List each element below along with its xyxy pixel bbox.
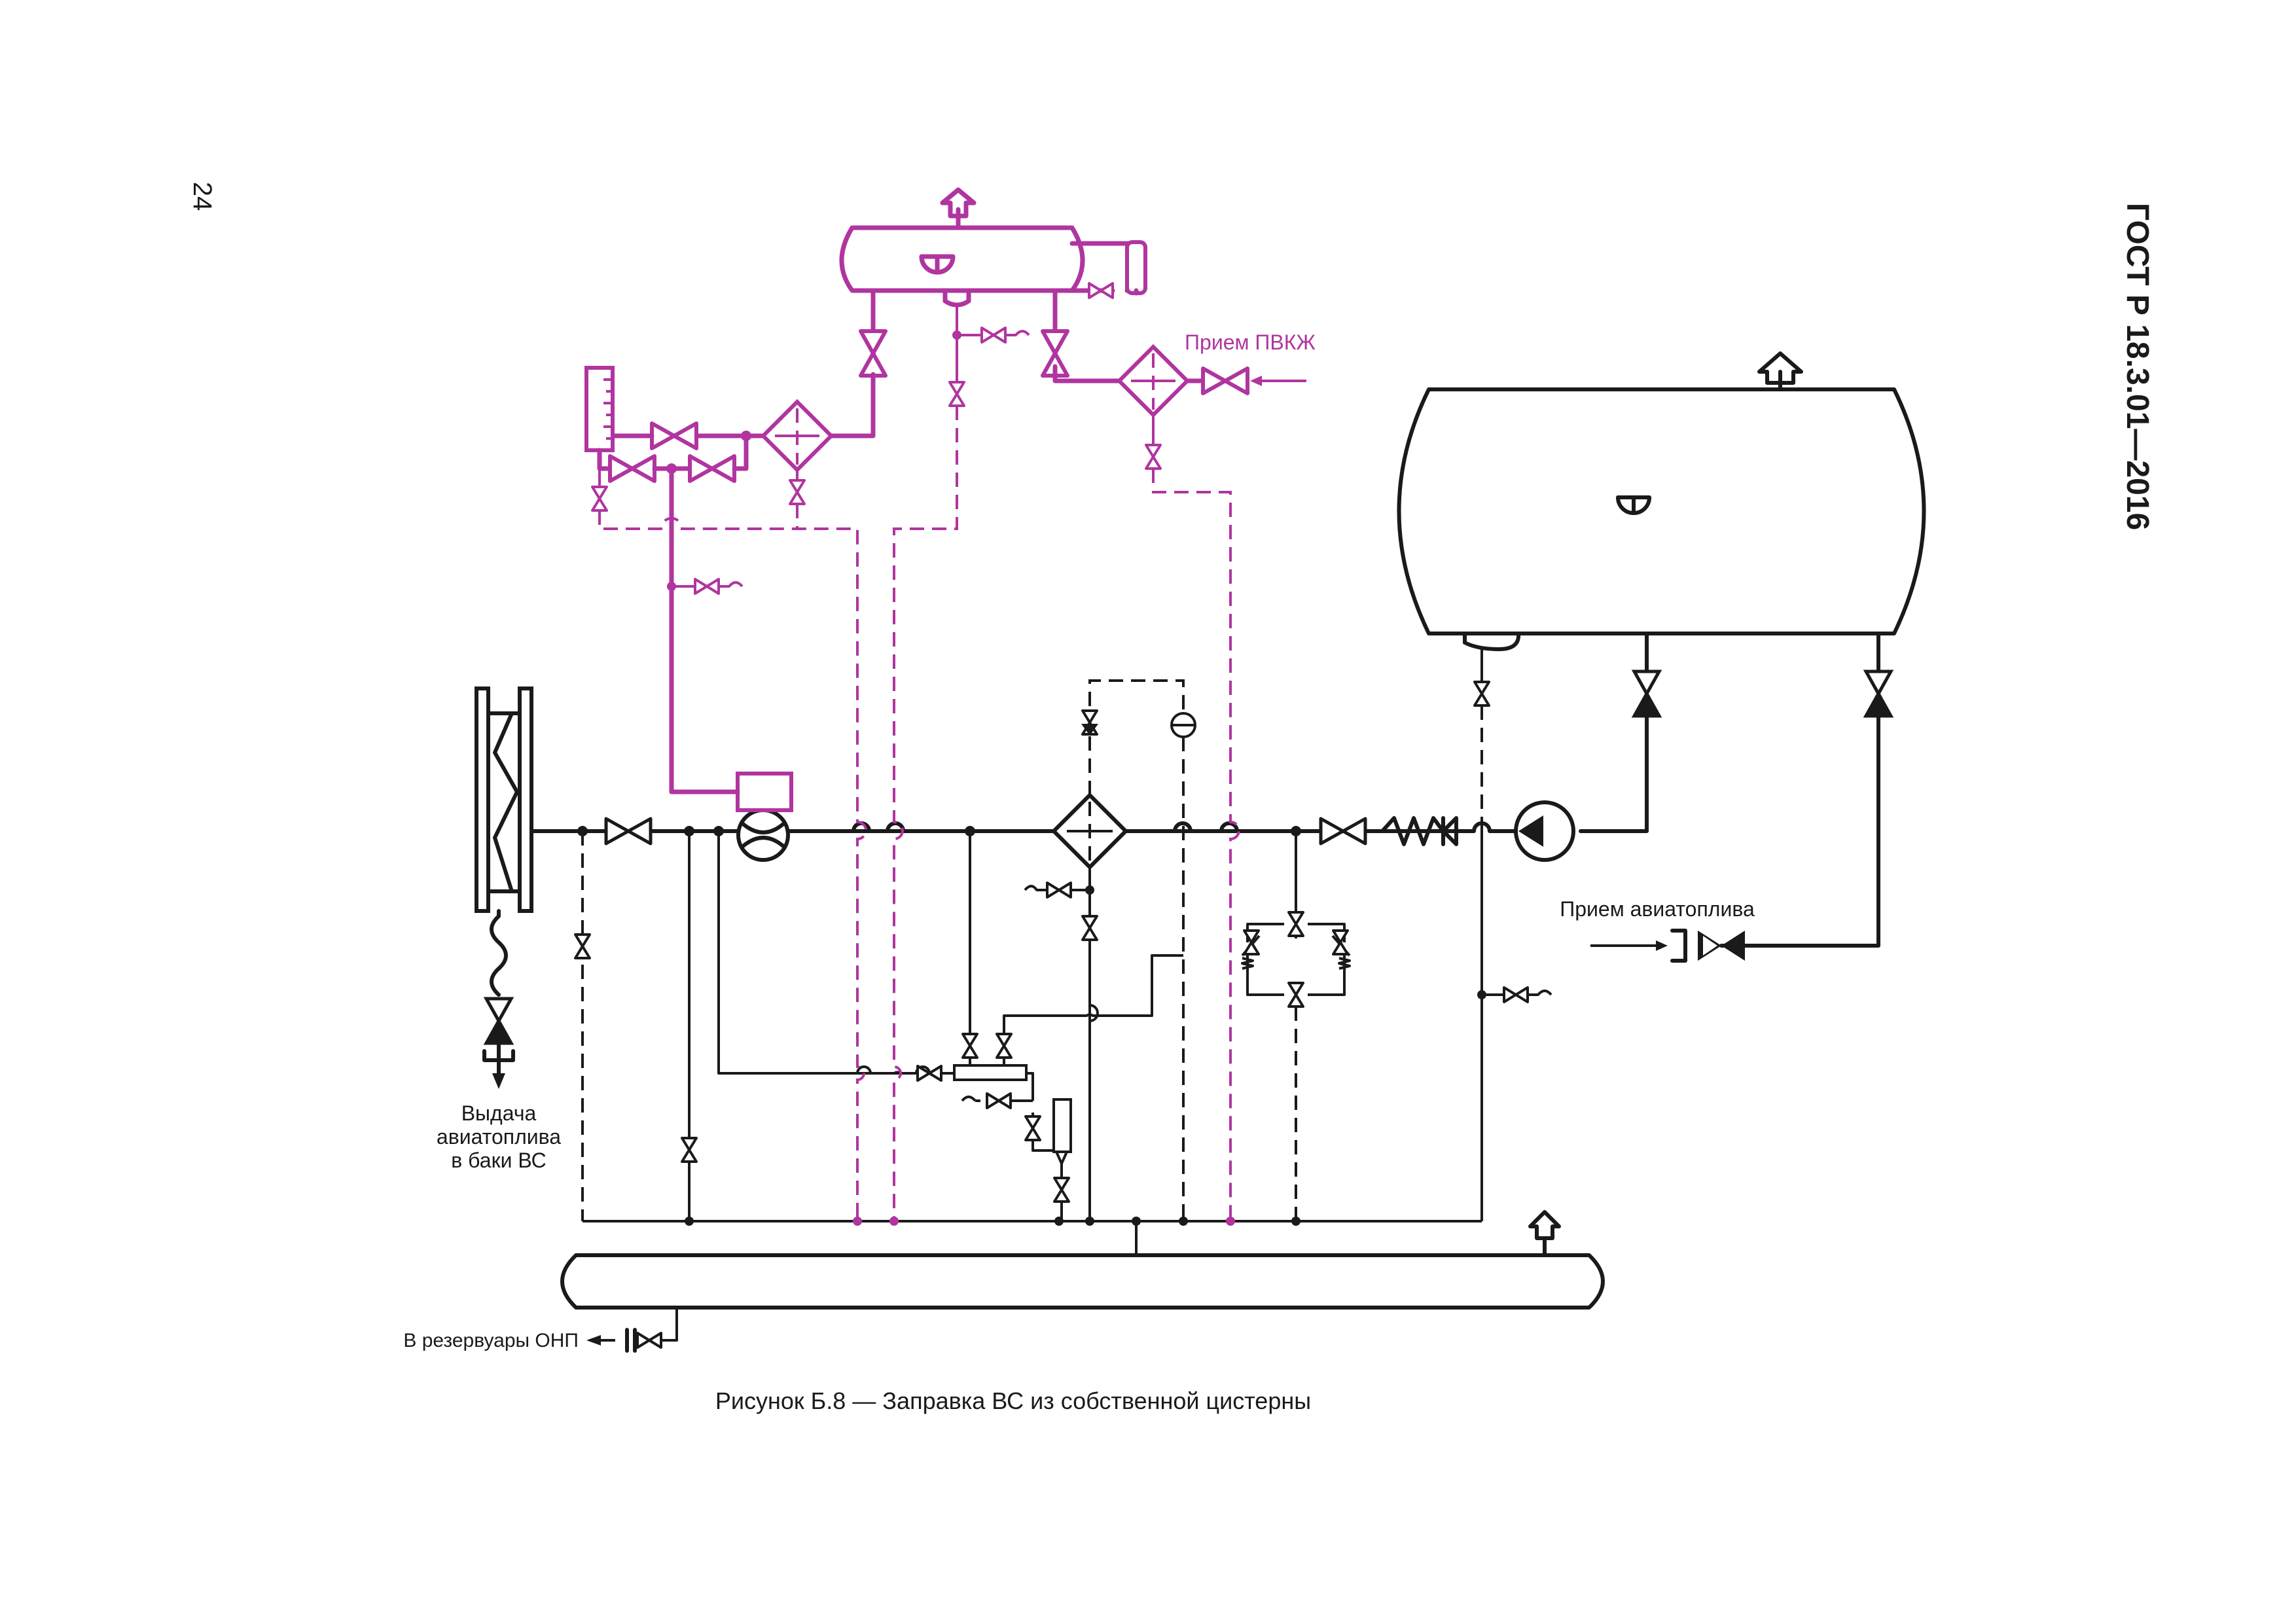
drain-valve-2[interactable]: [681, 1137, 698, 1163]
hose-reel: [475, 687, 533, 913]
pvkzh-valve-lower-1[interactable]: [610, 456, 655, 481]
drain-vessel-vent-icon: [1528, 1210, 1561, 1257]
pvkzh-level-gauge: [584, 366, 615, 452]
main-filter: [1050, 792, 1129, 870]
pvkzh-filter: [760, 399, 834, 473]
figure-caption: Рисунок Б.8 — Заправка ВС из собственной…: [715, 1387, 1311, 1414]
dosing-unit: [736, 772, 793, 812]
pvkzh-filter-drain[interactable]: [789, 479, 806, 505]
to-tanks-label: В резервуары ОНП: [403, 1330, 579, 1351]
sampling-valve-3[interactable]: [996, 1033, 1013, 1059]
fuel-intake-fitting: [1590, 929, 1745, 963]
pvkzh-vent-icon: [940, 187, 977, 230]
pvkzh-intake-filter: [1116, 344, 1191, 418]
fuel-output-label-3: в баки ВС: [451, 1149, 546, 1172]
pvkzh-intake-valve[interactable]: [1203, 368, 1247, 393]
pump: [1514, 800, 1575, 862]
pvkzh-valve-lower-2[interactable]: [690, 456, 734, 481]
tank-outlet-valve-1[interactable]: [1634, 671, 1659, 716]
pvkzh-level-valve[interactable]: [1088, 282, 1114, 299]
pvkzh-sampling-valve[interactable]: [694, 578, 720, 595]
filter-drain-valve[interactable]: [1081, 915, 1098, 941]
standard-title: ГОСТ Р 18.3.01—2016: [2120, 203, 2155, 530]
tank-drain-valve[interactable]: [1473, 681, 1490, 707]
sampling-valve-5[interactable]: [1024, 1115, 1041, 1141]
tank-sampling-valve[interactable]: [1503, 986, 1529, 1003]
sample-bottle: [1052, 1098, 1072, 1153]
pvkzh-intake-label: Прием ПВКЖ: [1185, 330, 1316, 354]
check-valve: [1380, 816, 1458, 846]
fuel-output-label-2: авиатоплива: [437, 1125, 561, 1149]
main-inlet-valve[interactable]: [606, 819, 651, 844]
fuel-intake-label: Прием авиатоплива: [1560, 897, 1755, 921]
filter-sampling-valve[interactable]: [1046, 882, 1072, 899]
main-tank: [1397, 387, 1926, 651]
pump-discharge-valve[interactable]: [1321, 819, 1365, 844]
drain-vessel: [560, 1253, 1605, 1310]
pvkzh-tank: [839, 225, 1147, 308]
drain-return-valve[interactable]: [636, 1332, 662, 1349]
bypass-valve-bottom[interactable]: [1287, 982, 1304, 1008]
sampling-valve-4[interactable]: [986, 1092, 1012, 1109]
sampling-valve-1[interactable]: [916, 1065, 942, 1082]
pressure-gauge-icon: [1170, 712, 1196, 738]
pvkzh-filter-drain-valve[interactable]: [1145, 444, 1162, 470]
drain-valve-1[interactable]: [574, 933, 591, 959]
pvkzh-tank-drain-valve[interactable]: [948, 381, 965, 407]
bypass-valve-top[interactable]: [1287, 911, 1304, 937]
output-hose: [490, 909, 508, 997]
sampling-manifold: [953, 1064, 1028, 1081]
pvkzh-valve-upper[interactable]: [652, 423, 696, 448]
output-nozzle: [482, 1041, 515, 1089]
output-valve[interactable]: [486, 999, 511, 1043]
sampling-valve-6[interactable]: [1053, 1177, 1070, 1203]
flow-meter: [736, 808, 790, 862]
tank-vent-icon: [1757, 351, 1803, 391]
sampling-valve-2[interactable]: [961, 1033, 978, 1059]
pvkzh-gauge-drain[interactable]: [591, 486, 608, 512]
pvkzh-tank-sampling-valve[interactable]: [980, 327, 1007, 344]
fuel-output-label-1: Выдача: [461, 1101, 537, 1125]
tank-outlet-valve-2[interactable]: [1866, 671, 1891, 716]
pvkzh-outlet-valve[interactable]: [861, 331, 886, 376]
page-number: 24: [188, 182, 217, 211]
